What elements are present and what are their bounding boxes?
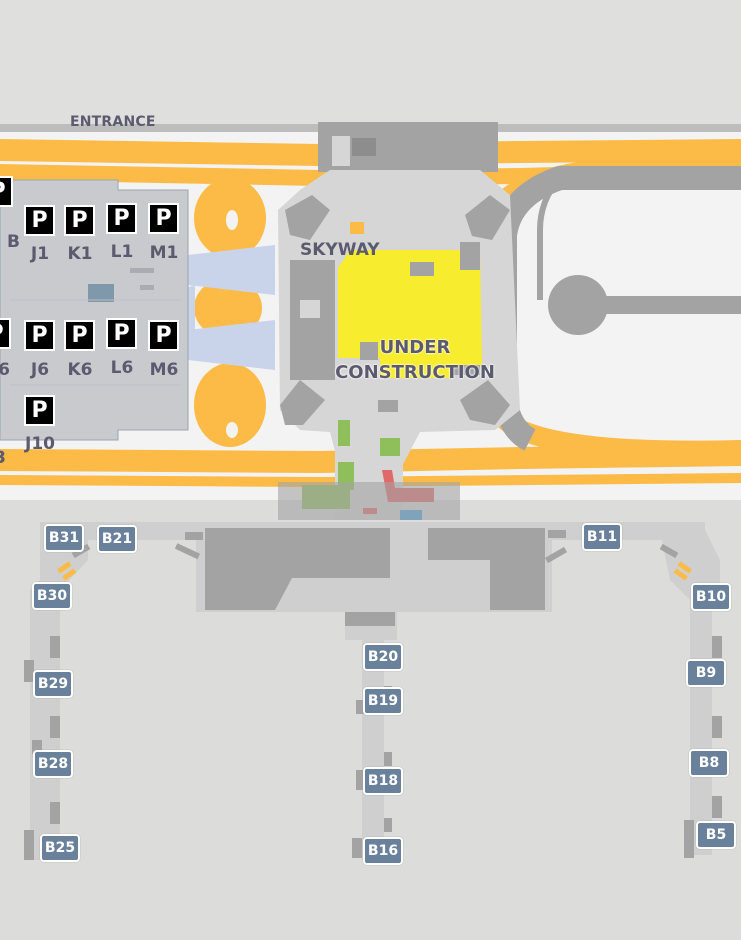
parking-icon-l1[interactable]: P [106,203,137,234]
gate-b8[interactable]: B8 [689,749,729,777]
road-loops [194,178,266,447]
gate-b5[interactable]: B5 [696,821,736,849]
under-construction-label: UNDER CONSTRUCTION [335,337,495,383]
parking-icon-k6[interactable]: P [64,320,95,351]
lot-label-k1: K1 [67,244,93,264]
gate-b11[interactable]: B11 [582,523,622,551]
gate-b28[interactable]: B28 [33,750,73,778]
parking-icon-partial-top[interactable]: P [0,176,13,207]
lot-label-m6: M6 [149,360,179,380]
gate-b25[interactable]: B25 [40,834,80,862]
gate-b31[interactable]: B31 [44,524,84,552]
lot-label-j1: J1 [30,244,50,264]
parking-icon-j10[interactable]: P [24,395,55,426]
entrance-building [0,122,741,172]
gate-b29[interactable]: B29 [33,670,73,698]
concourse-escalators [57,561,692,581]
gate-b16[interactable]: B16 [363,837,403,865]
entrance-label: ENTRANCE [70,114,156,130]
gate-b18[interactable]: B18 [363,767,403,795]
parking-icon-j1[interactable]: P [24,205,55,236]
lot-label-partial-b: B [7,232,20,252]
lot-label-l6: L6 [110,358,134,378]
lot-label-k6: K6 [67,360,93,380]
skyway-label: SKYWAY [300,240,380,260]
parking-icon-m1[interactable]: P [148,203,179,234]
gate-b30[interactable]: B30 [32,582,72,610]
gate-b10[interactable]: B10 [691,583,731,611]
lot-label-j6: J6 [30,360,50,380]
lot-label-j10: J10 [25,434,55,454]
parking-icon-j6[interactable]: P [24,320,55,351]
parking-garage [0,179,189,441]
lot-label-m1: M1 [149,243,179,263]
lot-label-partial-6: 6 [0,360,10,380]
lot-label-l1: L1 [110,242,134,262]
parking-icon-partial-mid[interactable]: P [0,318,11,349]
gate-b21[interactable]: B21 [97,525,137,553]
gate-b9[interactable]: B9 [686,659,726,687]
parking-icon-l6[interactable]: P [106,318,137,349]
parking-icon-k1[interactable]: P [64,205,95,236]
lot-label-partial-3: 3 [0,448,6,468]
gate-b19[interactable]: B19 [363,687,403,715]
gate-b20[interactable]: B20 [363,643,403,671]
parking-icon-m6[interactable]: P [148,320,179,351]
concourse-buildings [24,528,722,860]
